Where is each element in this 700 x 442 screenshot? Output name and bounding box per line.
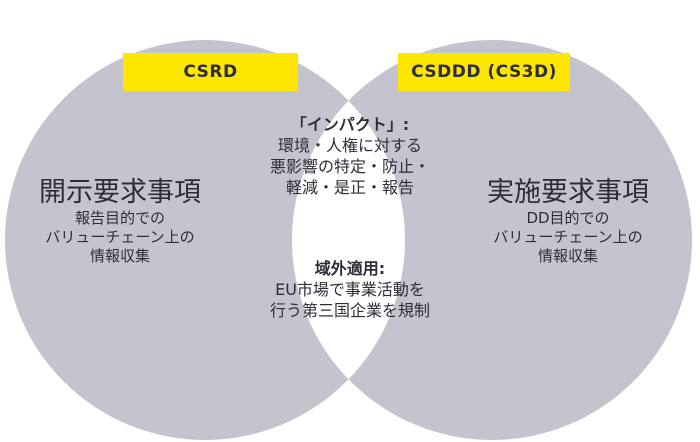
- csrd-line: 報告目的での: [74, 209, 165, 227]
- extra-line: 行う第三国企業を規制: [269, 301, 430, 320]
- csddd-circle: [292, 40, 692, 440]
- csrd-title: 開示要求事項: [39, 177, 201, 208]
- csrd-circle: [5, 40, 405, 440]
- extra-line: EU市場で事業活動を: [275, 280, 425, 299]
- extra-heading: 域外適用:: [314, 259, 386, 278]
- csrd-label: CSRD: [123, 53, 298, 91]
- impact-line: 軽減・是正・報告: [285, 178, 414, 197]
- impact-text: 「インパクト」: 環境・人権に対する 悪影響の特定・防止・ 軽減・是正・報告: [240, 114, 460, 198]
- impact-heading: 「インパクト」:: [290, 115, 410, 134]
- csrd-line: 情報収集: [89, 247, 150, 265]
- csddd-label: CSDDD (CS3D): [398, 53, 570, 91]
- csddd-line: バリューチェーン上の: [493, 228, 643, 246]
- csddd-title: 実施要求事項: [487, 177, 649, 208]
- impact-line: 悪影響の特定・防止・: [269, 157, 430, 176]
- csddd-text: 実施要求事項 DD目的での バリューチェーン上の 情報収集: [468, 170, 668, 266]
- csrd-line: バリューチェーン上の: [45, 228, 195, 246]
- csddd-line: 情報収集: [537, 247, 598, 265]
- impact-line: 環境・人権に対する: [277, 136, 422, 155]
- extraterritorial-text: 域外適用: EU市場で事業活動を 行う第三国企業を規制: [240, 258, 460, 321]
- csrd-text: 開示要求事項 報告目的での バリューチェーン上の 情報収集: [20, 170, 220, 266]
- csddd-line: DD目的での: [526, 209, 610, 227]
